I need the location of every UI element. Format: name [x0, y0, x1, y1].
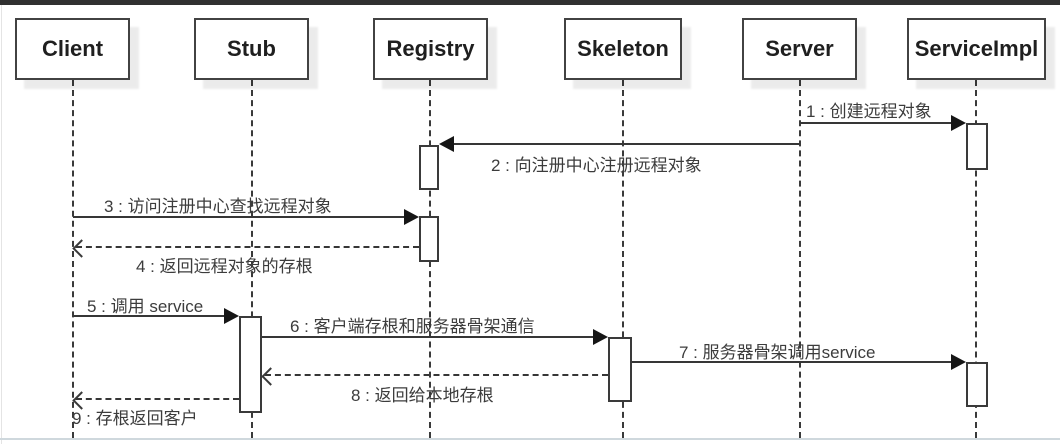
- participant-skeleton[interactable]: Skeleton: [564, 18, 682, 80]
- lifeline-serviceimpl: [975, 80, 977, 438]
- activation-serviceimpl-2: [966, 362, 988, 407]
- message-7-line: [632, 361, 952, 363]
- message-1-label: 1 : 创建远程对象: [806, 102, 932, 121]
- participant-label: Client: [41, 36, 104, 61]
- message-6-line: [262, 336, 594, 338]
- participant-label: Registry: [386, 36, 475, 61]
- message-2-arrowhead-icon: [439, 136, 454, 152]
- bottom-border-line: [0, 438, 1060, 440]
- message-9-line: [76, 398, 239, 400]
- lifeline-client: [72, 80, 74, 438]
- message-9-label: 9 : 存根返回客户: [72, 409, 198, 428]
- participant-label: Stub: [227, 36, 276, 61]
- lifeline-server: [799, 80, 801, 438]
- lifeline-skeleton: [622, 80, 624, 438]
- participant-label: Skeleton: [577, 36, 669, 61]
- message-3-arrowhead-icon: [404, 209, 419, 225]
- message-5-line: [73, 315, 226, 317]
- participant-registry[interactable]: Registry: [373, 18, 488, 80]
- message-7-arrowhead-icon: [951, 354, 966, 370]
- message-8-line: [265, 374, 608, 376]
- left-border-line: [1, 5, 2, 444]
- top-border-bar: [0, 0, 1060, 5]
- message-6-arrowhead-icon: [593, 329, 608, 345]
- participant-serviceimpl[interactable]: ServiceImpl: [907, 18, 1046, 80]
- message-3-label: 3 : 访问注册中心查找远程对象: [104, 197, 332, 216]
- message-5-label: 5 : 调用 service: [87, 297, 204, 316]
- activation-stub: [239, 316, 262, 413]
- message-6-label: 6 : 客户端存根和服务器骨架通信: [290, 317, 535, 336]
- activation-registry-2: [419, 216, 439, 262]
- message-8-label: 8 : 返回给本地存根: [351, 386, 494, 405]
- message-7-label: 7 : 服务器骨架调用service: [679, 343, 876, 362]
- participant-client[interactable]: Client: [15, 18, 130, 80]
- message-1-arrowhead-icon: [951, 115, 966, 131]
- message-4-label: 4 : 返回远程对象的存根: [136, 257, 313, 276]
- message-2-line: [452, 143, 800, 145]
- activation-serviceimpl-1: [966, 123, 988, 170]
- message-5-arrowhead-icon: [224, 308, 239, 324]
- activation-registry-1: [419, 145, 439, 190]
- activation-skeleton: [608, 337, 632, 402]
- participant-label: Server: [765, 36, 834, 61]
- message-8-arrowhead-icon: [261, 367, 280, 386]
- participant-stub[interactable]: Stub: [194, 18, 309, 80]
- message-4-line: [76, 246, 419, 248]
- message-1-line: [800, 122, 953, 124]
- message-2-label: 2 : 向注册中心注册远程对象: [491, 156, 702, 175]
- message-4-arrowhead-icon: [72, 239, 91, 258]
- participant-server[interactable]: Server: [742, 18, 857, 80]
- participant-label: ServiceImpl: [914, 36, 1039, 61]
- message-3-line: [73, 216, 406, 218]
- lifeline-stub: [251, 80, 253, 438]
